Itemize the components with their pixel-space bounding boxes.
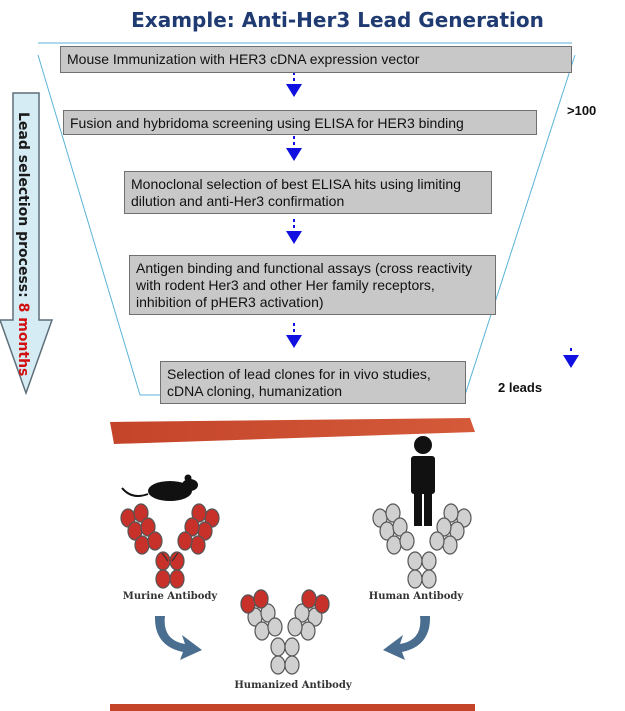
side-process-label: Lead selection process: 8 months — [15, 112, 31, 376]
antibody-panel — [110, 418, 475, 711]
down-arrow-icon — [286, 219, 302, 244]
step-functional-assays: Antigen binding and functional assays (c… — [129, 255, 496, 315]
funnel-bottom-count: 2 leads — [498, 380, 543, 395]
person-icon — [411, 436, 435, 526]
funnel-left-edge — [37, 54, 141, 396]
down-arrow-icon — [286, 136, 302, 161]
side-label-prefix: Lead selection process: — [15, 112, 31, 303]
step-immunization: Mouse Immunization with HER3 cDNA expres… — [60, 46, 572, 73]
murine-antibody-caption: Murine Antibody — [122, 591, 218, 602]
panel-bottom-band — [110, 704, 475, 711]
humanized-antibody-caption: Humanized Antibody — [234, 680, 352, 691]
funnel-right-edge — [464, 54, 576, 396]
step-monoclonal-selection: Monoclonal selection of best ELISA hits … — [124, 171, 492, 214]
side-process-arrow — [0, 92, 54, 396]
down-arrow-icon — [286, 323, 302, 348]
panel-top-band — [110, 418, 475, 444]
curved-arrow-left-icon — [154, 616, 202, 660]
mouse-icon — [121, 474, 198, 501]
step-lead-selection: Selection of lead clones for in vivo stu… — [160, 361, 466, 404]
step-arrows — [286, 72, 579, 368]
down-arrow-icon — [286, 72, 302, 97]
humanized-antibody-icon — [240, 589, 330, 675]
down-arrow-icon — [563, 348, 579, 368]
funnel-top-count: >100 — [567, 103, 597, 118]
page-title: Example: Anti-Her3 Lead Generation — [131, 8, 544, 32]
side-label-duration: 8 months — [15, 302, 31, 377]
human-antibody-caption: Human Antibody — [368, 591, 464, 602]
step-fusion-screening: Fusion and hybridoma screening using ELI… — [63, 110, 537, 135]
curved-arrow-right-icon — [383, 616, 431, 660]
